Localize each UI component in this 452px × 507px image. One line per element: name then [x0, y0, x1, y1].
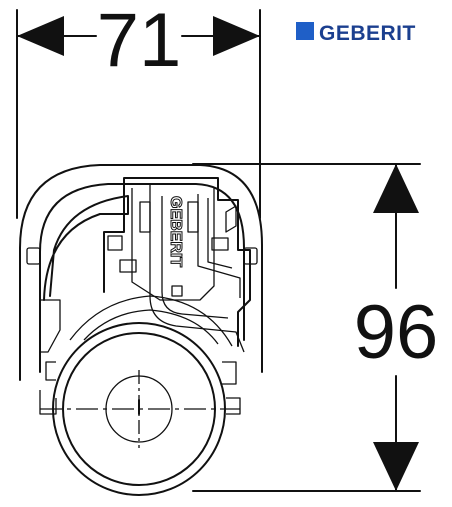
width-label: 71 [97, 0, 182, 83]
brand-name: GEBERIT [319, 22, 416, 45]
width-dimension: 71 [16, 0, 261, 219]
height-arrowhead-bottom-icon [373, 442, 419, 491]
detail-block-4 [211, 237, 229, 251]
width-arrowhead-right-icon [213, 16, 260, 56]
ring-bottom-lug-right [226, 397, 241, 415]
detail-block-6 [187, 201, 199, 233]
left-bracket [43, 195, 129, 301]
left-bracket-lower [40, 299, 61, 353]
brand-logo: GEBERIT [296, 22, 416, 45]
valve-part-drawing: GEBERIT [19, 164, 263, 496]
mechanism-right-arm-inner [207, 198, 233, 269]
detail-block-1 [107, 235, 123, 251]
detail-block-3 [171, 285, 183, 297]
ring-lug-left [45, 361, 56, 381]
mechanism-inner-frame [131, 188, 215, 301]
housing-outline [19, 164, 263, 381]
mechanism-lever [149, 184, 245, 353]
spring-clip [225, 205, 237, 233]
mechanism-lever-inner [161, 196, 229, 319]
ring-lug-right [222, 361, 237, 385]
detail-block-2 [119, 259, 137, 273]
housing-inner-outline [39, 183, 245, 373]
mechanism-body [103, 177, 251, 347]
logo-square-icon [296, 22, 314, 40]
height-label: 96 [354, 290, 439, 375]
height-dimension: 96 [192, 163, 439, 492]
height-arrowhead-top-icon [373, 164, 419, 213]
float-shoulder-inner [83, 309, 219, 345]
width-arrowhead-left-icon [17, 16, 64, 56]
mechanism-right-arm [197, 194, 241, 298]
part-embossed-label: GEBERIT [167, 196, 184, 267]
detail-block-5 [139, 201, 151, 233]
left-bracket-foot [39, 390, 57, 415]
housing-tab-left [26, 247, 41, 265]
float-shoulder [69, 295, 233, 347]
